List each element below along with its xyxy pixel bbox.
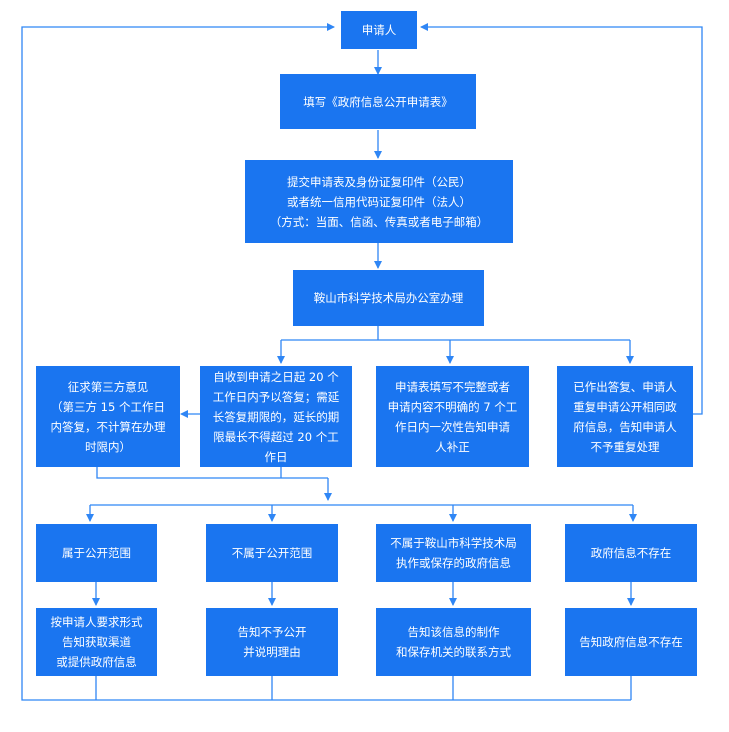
node-tell-agency: 告知该信息的制作 和保存机关的联系方式 <box>376 608 531 676</box>
node-not-bureau-label: 不属于鞍山市科学技术局 执作或保存的政府信息 <box>390 536 517 570</box>
node-not-public: 不属于公开范围 <box>206 524 338 582</box>
node-deny-explain-label: 告知不予公开 并说明理由 <box>237 625 307 659</box>
node-applicant-label: 申请人 <box>361 23 397 37</box>
node-incomplete-label: 申请表填写不完整或者 申请内容不明确的 7 个工 作日内一次性告知申请 人补正 <box>387 379 518 454</box>
node-office-label: 鞍山市科学技术局办公室办理 <box>313 291 464 305</box>
node-provide-info-label: 按申请人要求形式 告知获取渠道 或提供政府信息 <box>50 615 143 669</box>
node-fill-form-label: 填写《政府信息公开申请表》 <box>303 94 453 109</box>
node-duplicate: 已作出答复、申请人 重复申请公开相同政 府信息，告知申请人 不予重复处理 <box>557 366 693 467</box>
node-tell-not-exist: 告知政府信息不存在 <box>565 608 697 676</box>
node-tell-agency-label: 告知该信息的制作 和保存机关的联系方式 <box>396 625 511 659</box>
node-office: 鞍山市科学技术局办公室办理 <box>293 270 484 326</box>
node-deny-explain: 告知不予公开 并说明理由 <box>206 608 338 676</box>
node-tell-not-exist-label: 告知政府信息不存在 <box>579 635 683 649</box>
node-duplicate-label: 已作出答复、申请人 重复申请公开相同政 府信息，告知申请人 不予重复处理 <box>573 379 677 454</box>
arrow-return-left-loop <box>21 23 631 701</box>
node-incomplete: 申请表填写不完整或者 申请内容不明确的 7 个工 作日内一次性告知申请 人补正 <box>376 366 529 467</box>
node-submit: 提交申请表及身份证复印件（公民） 或者统一信用代码证复印件（法人） （方式：当面… <box>245 160 513 243</box>
node-public-scope: 属于公开范围 <box>36 524 157 582</box>
node-fill-form: 填写《政府信息公开申请表》 <box>280 74 476 129</box>
node-not-bureau: 不属于鞍山市科学技术局 执作或保存的政府信息 <box>376 524 531 582</box>
node-provide-info: 按申请人要求形式 告知获取渠道 或提供政府信息 <box>36 608 157 676</box>
node-public-scope-label: 属于公开范围 <box>62 546 131 560</box>
node-submit-label: 提交申请表及身份证复印件（公民） 或者统一信用代码证复印件（法人） （方式：当面… <box>269 174 489 229</box>
node-third-party-label: 征求第三方意见 （第三方 15 个工作日 内答复，不计算在办理 时限内） <box>50 379 166 454</box>
node-not-exist-label: 政府信息不存在 <box>590 546 672 560</box>
node-reply-20: 自收到申请之日起 20 个 工作日内予以答复；需延 长答复期限的，延长的期 限最… <box>200 366 352 467</box>
node-not-exist: 政府信息不存在 <box>565 524 697 582</box>
connector-third-down <box>96 467 328 479</box>
node-not-public-label: 不属于公开范围 <box>231 546 313 560</box>
node-applicant: 申请人 <box>341 11 417 49</box>
node-third-party: 征求第三方意见 （第三方 15 个工作日 内答复，不计算在办理 时限内） <box>36 366 180 467</box>
arrow-return-right-loop <box>420 23 703 415</box>
node-reply-20-label: 自收到申请之日起 20 个 工作日内予以答复；需延 长答复期限的，延长的期 限最… <box>212 369 340 464</box>
